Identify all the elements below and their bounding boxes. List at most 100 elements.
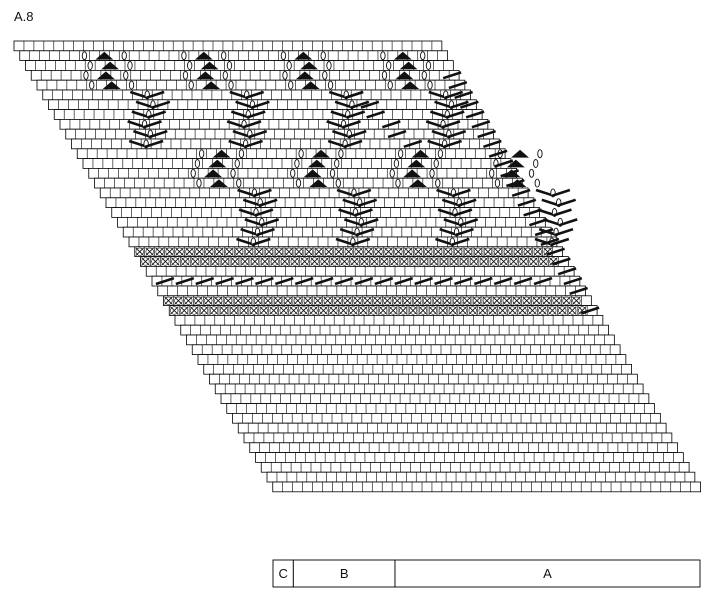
double-decrease-icon: [202, 81, 221, 89]
yarn-over-icon: [282, 70, 288, 80]
yarn-over-icon: [196, 178, 202, 188]
slanted-decrease-icon: [471, 120, 491, 129]
cross-ring: [284, 247, 294, 256]
chart-row: [111, 207, 541, 218]
row-outline: [255, 452, 684, 463]
slanted-decrease-icon: [358, 198, 378, 207]
cross-ring: [181, 257, 190, 266]
cross-ring: [171, 257, 180, 266]
slanted-decrease-icon: [342, 120, 361, 129]
chart-row: [30, 70, 460, 81]
cross-ring: [259, 306, 268, 315]
cross-ring: [502, 296, 511, 305]
chart-row: [145, 265, 575, 277]
cross-ring: [462, 296, 472, 305]
key-label-a: A: [543, 566, 552, 581]
slanted-decrease-icon: [454, 90, 473, 100]
stitch-lines: [104, 178, 513, 188]
cross-ring: [483, 247, 493, 256]
cross-ring: [209, 306, 219, 315]
double-decrease-icon: [96, 71, 115, 80]
key-box-b: [292, 559, 396, 588]
yarn-over-icon: [236, 178, 242, 188]
cross-ring: [394, 247, 403, 256]
double-decrease-icon: [506, 159, 525, 168]
row-outline: [117, 216, 546, 228]
row-outline: [232, 412, 661, 424]
cross-ring: [449, 257, 459, 266]
double-decrease-icon: [511, 149, 529, 158]
cross-ring: [270, 257, 279, 266]
yarn-over-icon: [194, 159, 201, 168]
yarn-over-icon: [533, 159, 539, 168]
slanted-decrease-icon: [355, 227, 375, 237]
cross-ring: [364, 247, 373, 256]
slanted-decrease-icon: [175, 276, 195, 286]
cross-ring: [243, 296, 253, 305]
cross-ring: [389, 306, 398, 315]
stitch-lines: [98, 168, 507, 179]
slanted-decrease-icon: [533, 276, 553, 286]
slanted-decrease-icon: [155, 276, 175, 286]
cross-ring: [380, 257, 389, 266]
yarn-over-icon: [182, 70, 189, 80]
yarn-over-icon: [198, 149, 205, 159]
slanted-decrease-icon: [558, 218, 578, 227]
yarn-over-icon: [534, 178, 540, 188]
double-decrease-icon: [102, 81, 121, 89]
yarn-over-icon: [89, 80, 95, 90]
yarn-over-icon: [238, 149, 245, 159]
cross-ring: [398, 306, 408, 315]
slanted-decrease-icon: [354, 208, 373, 217]
slanted-decrease-icon: [513, 276, 533, 286]
cross-ring: [448, 306, 457, 315]
cross-ring: [323, 296, 332, 305]
stitch-lines: [247, 423, 657, 433]
slanted-decrease-icon: [381, 120, 401, 129]
stitch-lines: [201, 344, 611, 355]
cross-ring: [310, 257, 319, 266]
cross-ring: [343, 296, 352, 305]
cross-ring: [384, 247, 393, 256]
slanted-decrease-icon: [445, 110, 465, 119]
cross-ring: [230, 257, 240, 266]
cross-ring: [204, 296, 213, 305]
double-decrease-icon: [411, 149, 430, 158]
cross-ring: [513, 247, 522, 256]
cross-ring: [452, 296, 462, 305]
cross-ring: [568, 306, 577, 315]
cross-ring: [330, 257, 339, 266]
cross-ring: [478, 306, 487, 315]
chart-row: [260, 461, 690, 473]
yarn-over-icon: [123, 70, 129, 80]
slanted-decrease-icon: [448, 80, 468, 90]
stitch-lines: [150, 256, 559, 267]
chart-row: [249, 442, 679, 453]
chart-row: [13, 40, 443, 52]
slanted-decrease-icon: [254, 208, 274, 217]
stitch-lines: [253, 433, 663, 443]
slanted-decrease-icon: [529, 218, 548, 227]
chart-row: [25, 60, 454, 71]
cross-ring: [354, 247, 363, 256]
cross-ring: [290, 257, 299, 266]
double-decrease-icon: [301, 81, 320, 89]
slanted-decrease-icon: [360, 100, 380, 109]
slanted-decrease-icon: [344, 90, 364, 100]
slanted-decrease-icon: [557, 267, 577, 276]
slanted-decrease-icon: [450, 100, 469, 109]
slanted-decrease-icon: [493, 276, 513, 286]
double-decrease-icon: [393, 51, 412, 60]
yarn-over-icon: [380, 51, 386, 61]
slanted-decrease-icon: [352, 188, 372, 198]
slanted-decrease-icon: [366, 110, 385, 119]
slanted-decrease-icon: [473, 276, 493, 286]
row-outline: [122, 226, 552, 238]
cross-ring: [558, 306, 567, 315]
yarn-over-icon: [427, 80, 433, 90]
cross-ring: [220, 257, 230, 266]
cross-ring: [199, 306, 209, 315]
chart-row: [157, 285, 587, 297]
stitch-lines: [190, 325, 599, 335]
cross-ring: [562, 296, 571, 305]
